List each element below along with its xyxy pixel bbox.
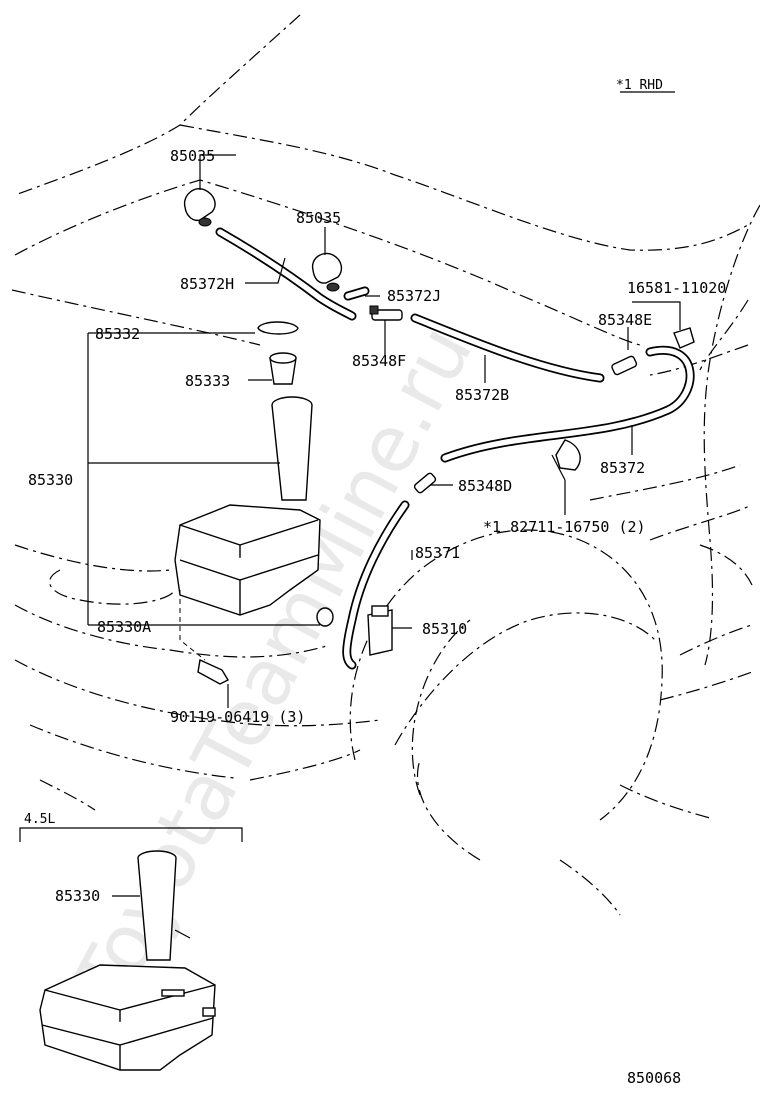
label-85371: 85371 [415, 544, 460, 562]
label-85348F: 85348F [352, 352, 406, 370]
label-85330A: 85330A [97, 618, 151, 636]
washer-hoses [215, 227, 695, 670]
inset-title: 4.5L [24, 812, 55, 827]
reservoir-cap-85332 [257, 321, 299, 335]
label-85372: 85372 [600, 459, 645, 477]
vehicle-body-outline [11, 14, 760, 916]
label-85372J: 85372J [387, 287, 441, 305]
hose-joint-85348E [611, 355, 638, 376]
inset-reservoir [39, 850, 216, 1071]
label-90119-06419: 90119-06419 (3) [170, 708, 305, 726]
washer-pump-85310 [367, 605, 393, 656]
check-valve-16581 [673, 327, 695, 349]
inset-label-85330: 85330 [55, 887, 100, 905]
label-85330: 85330 [28, 471, 73, 489]
label-85348E: 85348E [598, 311, 652, 329]
hose-joint-85348F [369, 305, 403, 321]
washer-nozzle-right [311, 252, 343, 292]
callout-labels: 85035 85035 85372H 85372J 85332 85333 85… [28, 78, 726, 726]
label-85332: 85332 [95, 325, 140, 343]
leader-lines [87, 91, 681, 708]
label-85310: 85310 [422, 620, 467, 638]
hose-clamp-82711 [551, 439, 581, 481]
label-85372B: 85372B [455, 386, 509, 404]
strainer-85333 [269, 352, 297, 385]
washer-nozzle-left [183, 188, 216, 227]
diagram-number: 850068 [627, 1069, 681, 1087]
label-85035-a: 85035 [170, 147, 215, 165]
washer-reservoir-85330 [174, 396, 321, 661]
hose-joint-85348D [413, 472, 437, 494]
label-85035-b: 85035 [296, 209, 341, 227]
label-82711-16750: *1 82711-16750 (2) [483, 518, 646, 536]
bolt-90119 [197, 658, 229, 685]
grommet-85330A [316, 607, 334, 627]
label-16581-11020: 16581-11020 [627, 279, 726, 297]
label-85372H: 85372H [180, 275, 234, 293]
note-rhd: *1 RHD [616, 78, 663, 93]
label-85333: 85333 [185, 372, 230, 390]
label-85348D: 85348D [458, 477, 512, 495]
inset-4-5L: 4.5L 85330 [19, 812, 243, 1071]
